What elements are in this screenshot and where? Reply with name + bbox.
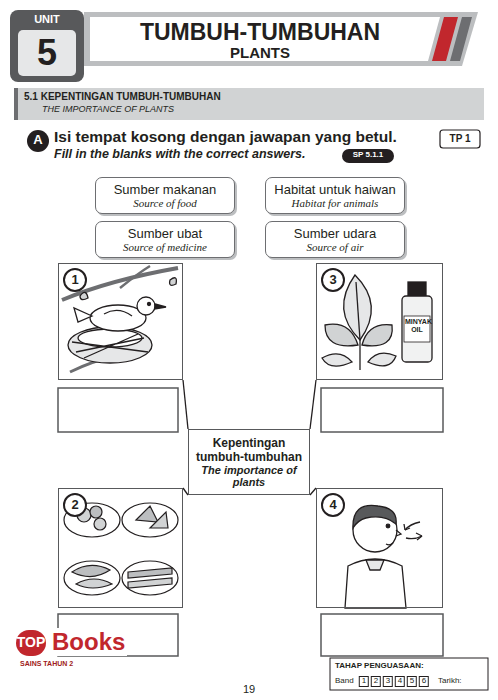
box-translation: Habitat for animals bbox=[272, 197, 398, 209]
unit-subtitle: PLANTS bbox=[230, 44, 290, 61]
instruction-text: Isi tempat kosong dengan jawapan yang be… bbox=[54, 128, 397, 146]
unit-badge-inner bbox=[18, 30, 76, 76]
callout-number: 4 bbox=[321, 493, 345, 517]
callout-number: 1 bbox=[63, 268, 87, 292]
answer-choice-box: Habitat untuk haiwanHabitat for animals bbox=[265, 177, 405, 214]
picture-frame: 2 bbox=[58, 488, 183, 608]
section-subheading: THE IMPORTANCE OF PLANTS bbox=[42, 104, 174, 114]
callout-number: 3 bbox=[321, 268, 345, 292]
box-translation: The importance of plants bbox=[195, 464, 303, 488]
box-text: Sumber ubat bbox=[102, 226, 228, 241]
food-picture bbox=[64, 503, 178, 595]
box-translation: Source of medicine bbox=[102, 241, 228, 253]
watermark-badge-text: TOP bbox=[17, 634, 46, 650]
answer-box bbox=[321, 614, 443, 656]
breathing-boy-picture bbox=[345, 505, 422, 608]
picture-frame: 3 bbox=[316, 263, 443, 380]
band-number: 3 bbox=[383, 676, 393, 687]
unit-number: 5 bbox=[37, 32, 57, 73]
box-text: Sumber makanan bbox=[102, 182, 228, 197]
answer-choice-box: Sumber ubatSource of medicine bbox=[95, 221, 235, 258]
band-number: 1 bbox=[359, 676, 369, 687]
instruction-translation: Fill in the blanks with the correct answ… bbox=[54, 147, 305, 161]
tp-box bbox=[440, 130, 480, 148]
band-number: 5 bbox=[407, 676, 417, 687]
sp-code: SP 5.1.1 bbox=[353, 150, 384, 159]
instruction-marker-letter: A bbox=[33, 133, 42, 148]
section-bar bbox=[14, 88, 484, 120]
band-word: Band bbox=[335, 676, 354, 685]
sp-pill bbox=[342, 149, 394, 163]
date-field: Tarikh: bbox=[438, 676, 462, 685]
answer-choice-box: Sumber udaraSource of air bbox=[265, 221, 405, 258]
picture-frame: 4 bbox=[316, 488, 443, 608]
band-number: 6 bbox=[419, 676, 429, 687]
callout-number: 2 bbox=[63, 493, 87, 517]
unit-badge bbox=[10, 10, 84, 82]
box-text: Sumber udara bbox=[272, 226, 398, 241]
banner-stripe bbox=[450, 17, 472, 61]
mastery-box bbox=[330, 658, 488, 690]
unit-title: TUMBUH-TUMBUHAN bbox=[140, 19, 380, 45]
central-topic-box: Kepentingan tumbuh-tumbuhanThe importanc… bbox=[188, 429, 310, 495]
bottle-label: MINYAK OIL bbox=[405, 318, 429, 334]
connector-line bbox=[183, 380, 188, 429]
section-heading: 5.1 KEPENTINGAN TUMBUH-TUMBUHAN bbox=[24, 91, 221, 103]
section-bar-accent bbox=[14, 88, 18, 120]
watermark-caption: SAINS TAHUN 2 bbox=[18, 660, 75, 668]
connector-line bbox=[310, 380, 316, 429]
answer-box bbox=[58, 388, 178, 432]
box-translation: Source of air bbox=[272, 241, 398, 253]
instruction-marker bbox=[27, 130, 49, 152]
picture-frame: 1 bbox=[58, 263, 183, 380]
box-text: Kepentingan tumbuh-tumbuhan bbox=[195, 436, 303, 464]
bird-nest-picture bbox=[62, 266, 178, 372]
title-banner bbox=[84, 12, 478, 66]
page-number: 19 bbox=[243, 683, 255, 696]
tp-level: TP 1 bbox=[446, 132, 475, 146]
answer-box bbox=[321, 388, 443, 432]
box-translation: Source of food bbox=[102, 197, 228, 209]
box-text: Habitat untuk haiwan bbox=[272, 182, 398, 197]
band-number: 2 bbox=[371, 676, 381, 687]
mastery-heading: TAHAP PENGUASAAN: bbox=[335, 661, 424, 670]
title-banner-inner bbox=[90, 17, 440, 61]
watermark-text: Books bbox=[50, 628, 127, 656]
watermark-badge bbox=[16, 630, 46, 656]
unit-word: UNIT bbox=[34, 13, 60, 26]
band-number: 4 bbox=[395, 676, 405, 687]
answer-choice-box: Sumber makananSource of food bbox=[95, 177, 235, 214]
